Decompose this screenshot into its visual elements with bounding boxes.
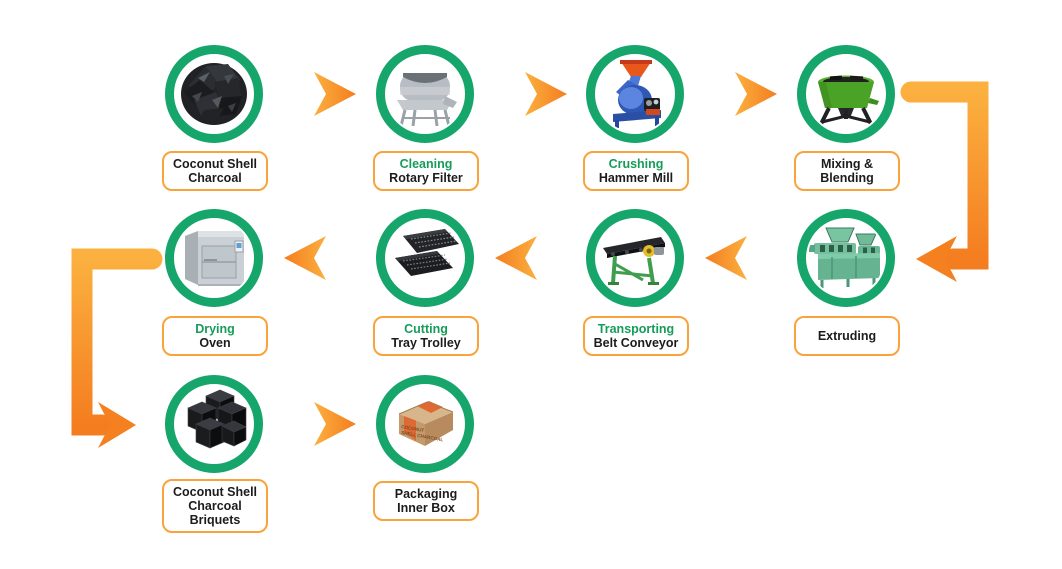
svg-text:COCONUT: COCONUT <box>401 424 425 433</box>
step-label-mixing-blending: Mixing & Blending <box>794 151 900 191</box>
step-label-line: Oven <box>199 336 231 350</box>
elbow-connector-right-icon <box>900 81 989 282</box>
elbow-connector-left-icon <box>71 248 163 448</box>
step-label-line: Charcoal <box>188 499 242 513</box>
step-label-line: Coconut Shell <box>172 485 258 499</box>
drying-oven-photo <box>176 220 252 296</box>
charcoal-pile-photo <box>176 56 252 132</box>
flow-arrow-right-icon <box>286 402 356 446</box>
belt-conveyor-illustration <box>603 237 665 285</box>
flow-arrow-right-icon <box>707 72 777 116</box>
step-label-line: Tray Trolley <box>391 336 461 350</box>
step-label-line: Drying <box>195 322 235 336</box>
step-label-cleaning-rotary-filter: Cleaning Rotary Filter <box>373 151 479 191</box>
step-circle-coconut-shell-charcoal-briquets <box>165 375 263 473</box>
step-label-extruding: Extruding <box>794 316 900 356</box>
step-label-crushing-hammer-mill: Crushing Hammer Mill <box>583 151 689 191</box>
rotary-filter-illustration <box>397 73 457 127</box>
step-circle-crushing-hammer-mill <box>586 45 684 143</box>
step-label-line: Extruding <box>817 329 877 343</box>
step-circle-mixing-blending <box>797 45 895 143</box>
charcoal-briquets-photo <box>176 386 252 462</box>
step-label-line: Cleaning <box>399 157 453 171</box>
step-label-line: Blending <box>820 171 874 185</box>
belt-conveyor-photo <box>597 220 673 296</box>
step-label-packaging-inner-box: Packaging Inner Box <box>373 481 479 521</box>
charcoal-pile-illustration <box>181 63 247 125</box>
step-label-line: Mixing & <box>820 157 874 171</box>
step-label-coconut-shell-charcoal: Coconut Shell Charcoal <box>162 151 268 191</box>
step-label-cutting-tray-trolley: Cutting Tray Trolley <box>373 316 479 356</box>
step-label-drying-oven: Drying Oven <box>162 316 268 356</box>
step-circle-drying-oven <box>165 209 263 307</box>
step-circle-extruding <box>797 209 895 307</box>
flow-arrow-left-icon <box>284 236 354 280</box>
charcoal-briquets-illustration <box>187 389 247 449</box>
pan-mixer-machine-photo <box>808 56 884 132</box>
step-label-coconut-shell-charcoal-briquets: Coconut Shell Charcoal Briquets <box>162 479 268 533</box>
step-label-transporting-belt-conveyor: Transporting Belt Conveyor <box>583 316 689 356</box>
rotary-filter-machine-photo <box>387 56 463 132</box>
pan-mixer-illustration <box>818 75 879 125</box>
inner-box-photo: COCONUT SHELL CHARCOAL <box>387 386 463 462</box>
inner-box-illustration: COCONUT SHELL CHARCOAL <box>398 401 454 446</box>
flow-arrow-left-icon <box>705 236 775 280</box>
step-label-line: Packaging <box>394 487 458 501</box>
step-circle-packaging-inner-box: COCONUT SHELL CHARCOAL <box>376 375 474 473</box>
flow-arrow-right-icon <box>497 72 567 116</box>
step-circle-cutting-tray-trolley <box>376 209 474 307</box>
step-label-line: Transporting <box>597 322 675 336</box>
step-label-line: Belt Conveyor <box>593 336 679 350</box>
step-label-line: Coconut Shell <box>172 157 258 171</box>
step-label-line: Hammer Mill <box>598 171 674 185</box>
step-label-line: Cutting <box>404 322 448 336</box>
flow-arrow-right-icon <box>286 72 356 116</box>
flow-arrow-left-icon <box>495 236 565 280</box>
step-label-line: Inner Box <box>397 501 455 515</box>
step-label-line: Rotary Filter <box>389 171 463 185</box>
drying-oven-illustration <box>185 231 244 286</box>
tray-trolley-illustration <box>395 229 459 276</box>
step-label-line: Briquets <box>189 513 241 527</box>
extruder-machine-photo <box>808 220 884 296</box>
step-circle-coconut-shell-charcoal <box>165 45 263 143</box>
step-circle-cleaning-rotary-filter <box>376 45 474 143</box>
extruder-illustration <box>809 227 880 288</box>
step-label-line: Crushing <box>608 157 664 171</box>
step-label-line: Charcoal <box>188 171 242 185</box>
tray-trolley-photo <box>387 220 463 296</box>
hammer-mill-machine-photo <box>597 56 673 132</box>
hammer-mill-illustration <box>613 60 661 128</box>
step-circle-transporting-belt-conveyor <box>586 209 684 307</box>
